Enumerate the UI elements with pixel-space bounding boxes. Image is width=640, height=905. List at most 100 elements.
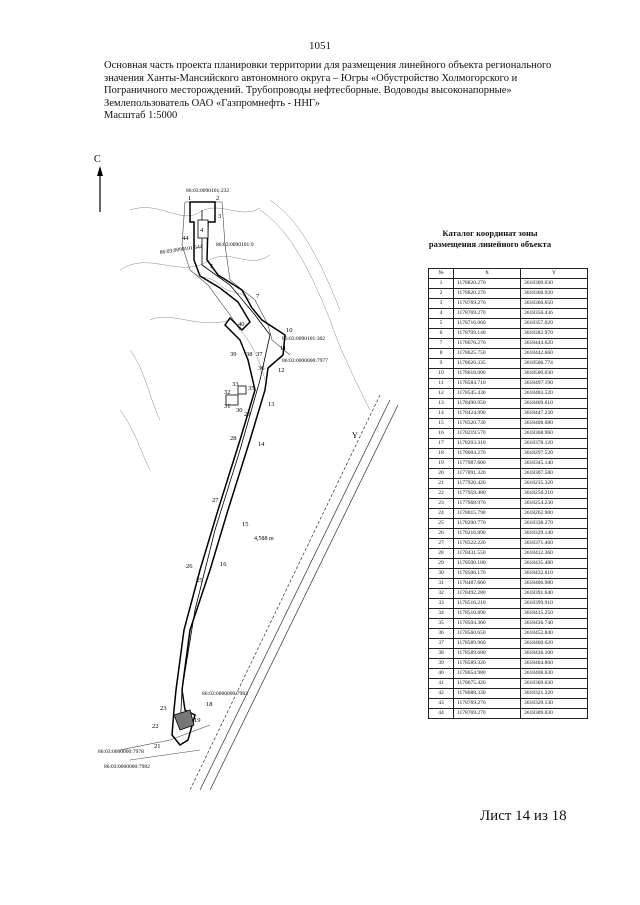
site-plan-map: С [90,150,410,791]
y-coordinate-cell: 3618262.900 [520,508,588,519]
point-number-cell: 38 [428,648,454,659]
point-label: 23 [160,705,167,712]
point-number-cell: 27 [428,538,454,549]
x-coordinate-cell: 1178500.180 [453,558,521,569]
x-coordinate-cell: 1178618.000 [453,368,521,379]
point-number-cell: 15 [428,418,454,429]
point-label: 39 [230,351,237,358]
y-coordinate-cell: 3618435.480 [520,558,588,569]
y-coordinate-cell: 3618436.100 [520,648,588,659]
x-coordinate-cell: 1178516.210 [453,598,521,609]
y-coordinate-cell: 3618307.580 [520,468,588,479]
x-coordinate-cell: 1178322.220 [453,538,521,549]
table-header-row: № X Y [428,268,588,279]
y-coordinate-cell: 3618360.650 [520,298,588,309]
x-coordinate-cell: 1177968.970 [453,498,521,509]
point-number-cell: 22 [428,488,454,499]
y-coordinate-cell: 3618368.960 [520,428,588,439]
point-number-cell: 23 [428,498,454,509]
point-number-cell: 21 [428,478,454,489]
x-coordinate-cell: 1178709.140 [453,328,521,339]
point-label: 5 [210,263,213,270]
x-coordinate-cell: 1177891.320 [453,468,521,479]
north-label: С [94,154,101,165]
x-coordinate-cell: 1178219.570 [453,428,521,439]
point-number-cell: 32 [428,588,454,599]
parcel-label: 86:03:0090101:9 [216,242,254,248]
point-number-cell: 40 [428,668,454,679]
point-number-cell: 31 [428,578,454,589]
y-coordinate-cell: 3618483.520 [520,388,588,399]
x-coordinate-cell: 1178424.990 [453,408,521,419]
point-number-cell: 11 [428,378,454,389]
point-number-cell: 7 [428,338,454,349]
scale-line: Масштаб 1:5000 [104,110,178,121]
y-coordinate-cell: 3618447.230 [520,408,588,419]
point-label: 16 [220,561,227,568]
y-coordinate-cell: 3618412.360 [520,548,588,559]
point-number-cell: 19 [428,458,454,469]
point-label: 19 [194,717,201,724]
point-label: 44 [182,235,189,242]
x-coordinate-cell: 1178589.320 [453,658,521,669]
point-label: 7 [256,293,260,300]
point-label: 37 [256,351,263,358]
x-coordinate-cell: 1178004.270 [453,448,521,459]
x-coordinate-cell: 1177987.600 [453,458,521,469]
y-coordinate-cell: 3618360.930 [520,288,588,299]
point-number-cell: 18 [428,448,454,459]
y-coordinate-cell: 3618432.610 [520,568,588,579]
point-number-cell: 4 [428,308,454,319]
point-label: 13 [268,401,275,408]
x-coordinate-cell: 1178716.060 [453,318,521,329]
site-structures [173,219,247,731]
point-label: 29 [244,411,251,418]
distance-label: 4,588 m [254,536,274,542]
point-number-cell: 41 [428,678,454,689]
y-coordinate-cell: 3618415.250 [520,608,588,619]
point-number-cell: 26 [428,528,454,539]
y-coordinate-cell: 3618408.630 [520,668,588,679]
parcel-boundaries [119,201,291,761]
y-coordinate-cell: 3618338.270 [520,518,588,529]
x-coordinate-cell: 1178769.270 [453,708,521,719]
point-label: 18 [206,701,213,708]
point-number-cell: 17 [428,438,454,449]
terrain-contours [119,199,371,471]
y-coordinate-cell: 3618378.120 [520,438,588,449]
x-coordinate-cell: 1178200.770 [453,518,521,529]
point-number-cell: 43 [428,698,454,709]
point-label: 27 [212,497,219,504]
x-coordinate-cell: 1178203.310 [453,438,521,449]
point-number-cell: 8 [428,348,454,359]
point-number-cell: 14 [428,408,454,419]
y-coordinate-cell: 3618309.030 [520,278,588,289]
point-label: 31 [224,403,231,410]
column-header-x: X [453,268,521,279]
point-label: 26 [186,563,193,570]
sheet-label: Лист 14 из 18 [480,808,567,824]
point-label: 1 [188,195,191,202]
point-number-cell: 10 [428,368,454,379]
point-number-cell: 24 [428,508,454,519]
parcel-label: 86:03:0000000:7978 [98,749,144,755]
point-number-cell: 12 [428,388,454,399]
x-coordinate-cell: 1178490.950 [453,398,521,409]
point-label: 15 [242,521,249,528]
